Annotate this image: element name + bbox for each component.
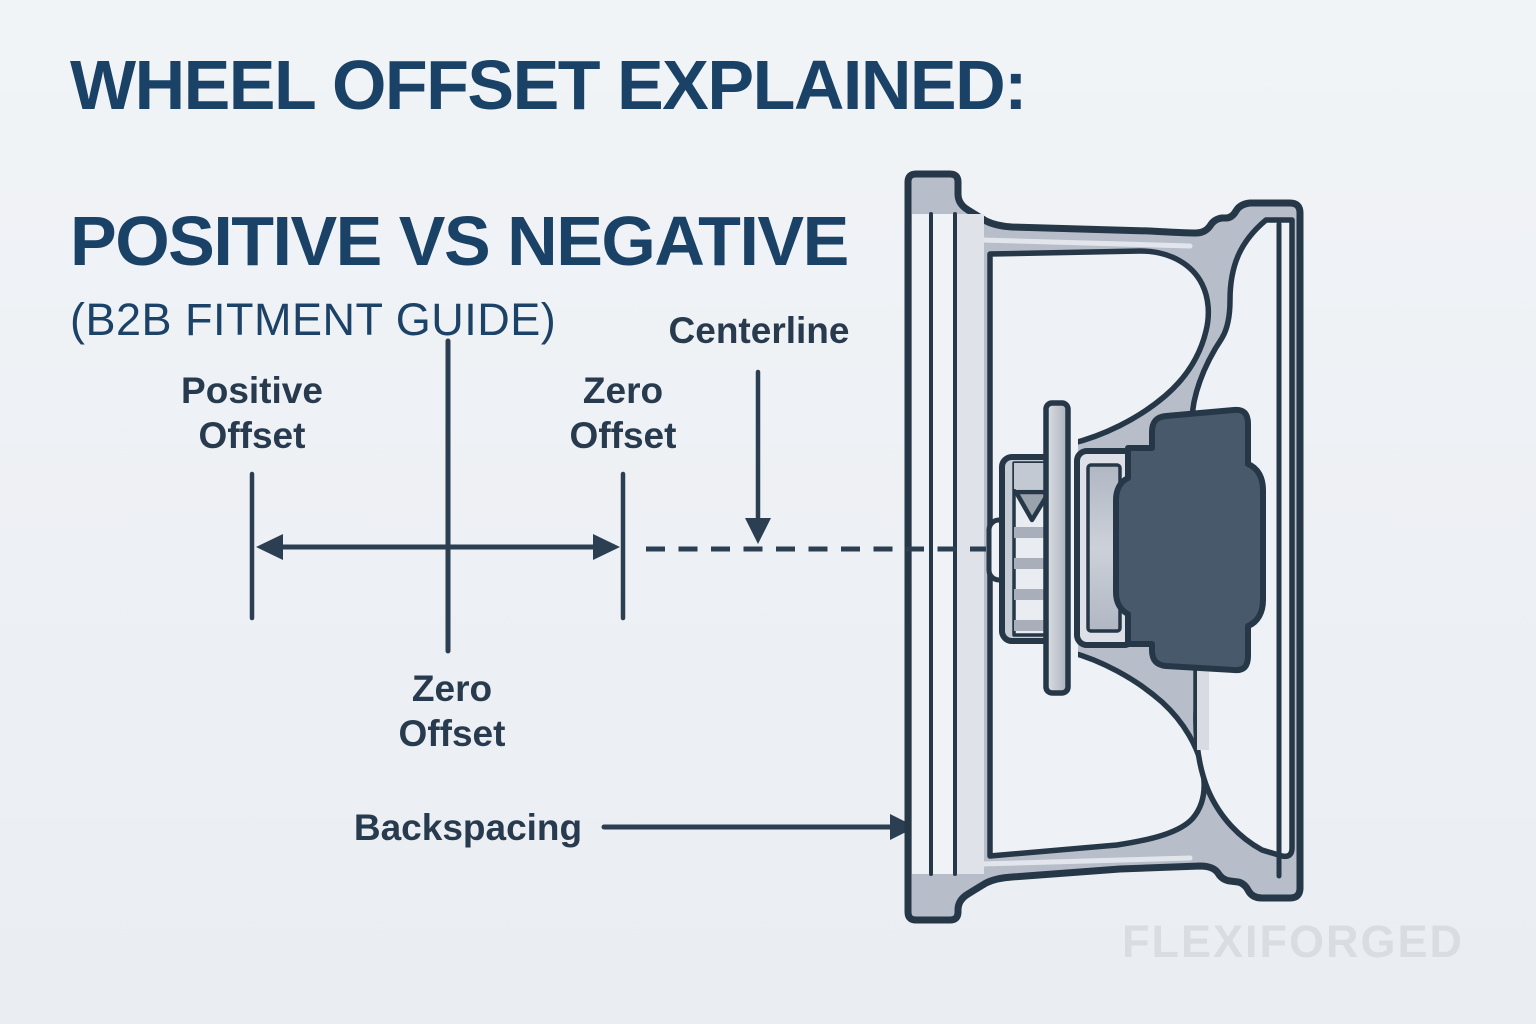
hub-cap-band (1014, 463, 1052, 489)
hub-spline-stripes (1014, 527, 1052, 631)
page-title: WHEEL OFFSET EXPLAINED: POSITIVE VS NEGA… (70, 46, 1050, 280)
brake-caliper (1113, 406, 1266, 674)
header: WHEEL OFFSET EXPLAINED: POSITIVE VS NEGA… (70, 46, 1050, 346)
label-positive-offset: Positive Offset (181, 370, 323, 456)
hub-drum (1074, 448, 1137, 648)
label-zero-offset-lower: Zero Offset (398, 668, 506, 754)
hub-assembly (986, 400, 1137, 696)
axle-stub (986, 517, 1018, 583)
hub-chevron-mark (1013, 489, 1052, 523)
title-line1: WHEEL OFFSET EXPLAINED: (70, 46, 1027, 124)
label-zero-offset-upper: Zero Offset (569, 370, 677, 456)
face-interior-sliver (1188, 217, 1295, 860)
spoke-highlight-strip (1197, 420, 1209, 750)
mounting-plate-rotor (1043, 400, 1071, 696)
brand-watermark: FLEXIFORGED (1121, 916, 1464, 967)
rotor-drum-gap (1067, 404, 1078, 692)
hub-face-panel (1012, 461, 1054, 637)
offset-range-double-arrow (256, 534, 620, 560)
label-backspacing: Backspacing (353, 807, 583, 848)
page-subtitle: (B2B FITMENT GUIDE) (70, 294, 557, 345)
backspacing-arrow (601, 814, 916, 840)
hub-drum-panel (1086, 463, 1122, 633)
label-centerline: Centerline (668, 310, 850, 351)
centerline-arrow (745, 369, 771, 544)
title-line2: POSITIVE VS NEGATIVE (70, 202, 849, 280)
hub-cylinder (999, 454, 1057, 644)
